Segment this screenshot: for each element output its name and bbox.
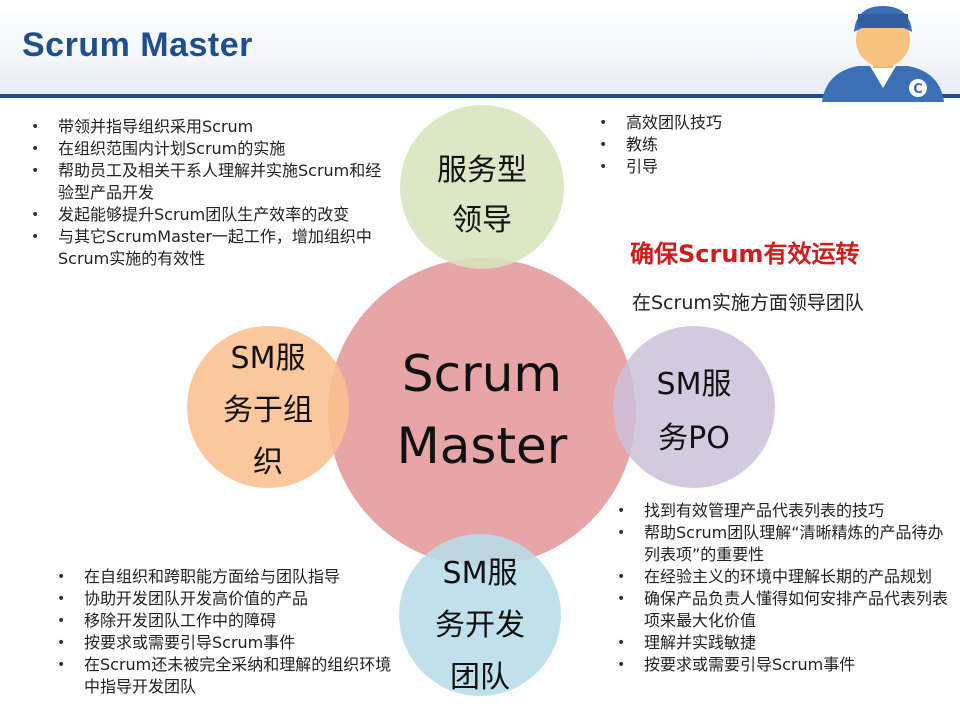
list-item: 确保产品负责人懂得如何安排产品代表列表项来最大化价值 <box>614 588 954 632</box>
dev-team-service-list: 在自组织和跨职能方面给与团队指导 协助开发团队开发高价值的产品 移除开发团队工作… <box>54 566 394 698</box>
slogan: 确保Scrum有效运转 <box>630 240 860 268</box>
list-item: 理解并实践敏捷 <box>614 632 954 654</box>
list-item: 教练 <box>596 134 796 156</box>
header-band <box>0 0 960 96</box>
center-circle-label: Scrum Master <box>360 338 604 482</box>
servant-leader-skills-list: 高效团队技巧 教练 引导 <box>596 112 796 178</box>
top-circle <box>400 105 564 269</box>
center-circle-label-line: Scrum <box>401 345 563 403</box>
sub-slogan: 在Scrum实施方面领导团队 <box>632 292 864 314</box>
svg-text:C: C <box>913 82 923 97</box>
left-circle-label-line: 织 <box>253 445 283 480</box>
list-item: 按要求或需要引导Scrum事件 <box>54 632 394 654</box>
bottom-circle <box>399 534 561 696</box>
bottom-circle-label-line: SM服 <box>442 556 518 591</box>
bottom-circle-label-line: 团队 <box>450 660 510 695</box>
list-item: 发起能够提升Scrum团队生产效率的改变 <box>28 204 388 226</box>
right-circle <box>613 326 775 488</box>
left-circle <box>187 326 349 488</box>
top-circle-label-line: 领导 <box>452 203 512 238</box>
list-item: 移除开发团队工作中的障碍 <box>54 610 394 632</box>
left-circle-label-line: 务于组 <box>223 393 313 428</box>
list-item: 按要求或需要引导Scrum事件 <box>614 654 954 676</box>
po-service-list: 找到有效管理产品代表列表的技巧 帮助Scrum团队理解“清晰精炼的产品待办列表项… <box>614 500 954 676</box>
right-circle-label-line: SM服 <box>656 367 732 402</box>
list-item: 帮助Scrum团队理解“清晰精炼的产品待办列表项”的重要性 <box>614 522 954 566</box>
center-circle <box>328 258 636 566</box>
bottom-circle-label: SM服 务开发 团队 <box>402 548 558 704</box>
center-circle-label-line: Master <box>396 417 568 475</box>
page-title: Scrum Master <box>22 26 253 64</box>
list-item: 在经验主义的环境中理解长期的产品规划 <box>614 566 954 588</box>
left-circle-label-line: SM服 <box>230 341 306 376</box>
organization-duties-list: 带领并指导组织采用Scrum 在组织范围内计划Scrum的实施 帮助员工及相关干… <box>28 116 388 270</box>
bottom-circle-label-line: 务开发 <box>435 608 525 643</box>
list-item: 在Scrum还未被完全采纳和理解的组织环境中指导开发团队 <box>54 654 394 698</box>
top-circle-label-line: 服务型 <box>437 153 527 188</box>
list-item: 帮助员工及相关干系人理解并实施Scrum和经验型产品开发 <box>28 160 388 204</box>
list-item: 高效团队技巧 <box>596 112 796 134</box>
list-item: 在组织范围内计划Scrum的实施 <box>28 138 388 160</box>
top-circle-label: 服务型 领导 <box>402 146 562 246</box>
list-item: 协助开发团队开发高价值的产品 <box>54 588 394 610</box>
list-item: 在自组织和跨职能方面给与团队指导 <box>54 566 394 588</box>
right-circle-label-line: 务PO <box>658 421 730 456</box>
list-item: 带领并指导组织采用Scrum <box>28 116 388 138</box>
header-divider <box>0 94 960 98</box>
list-item: 与其它ScrumMaster一起工作，增加组织中Scrum实施的有效性 <box>28 226 388 270</box>
right-circle-label: SM服 务PO <box>614 358 774 466</box>
left-circle-label: SM服 务于组 织 <box>190 333 346 489</box>
list-item: 引导 <box>596 156 796 178</box>
list-item: 找到有效管理产品代表列表的技巧 <box>614 500 954 522</box>
scrum-master-avatar-icon: C <box>822 6 944 102</box>
